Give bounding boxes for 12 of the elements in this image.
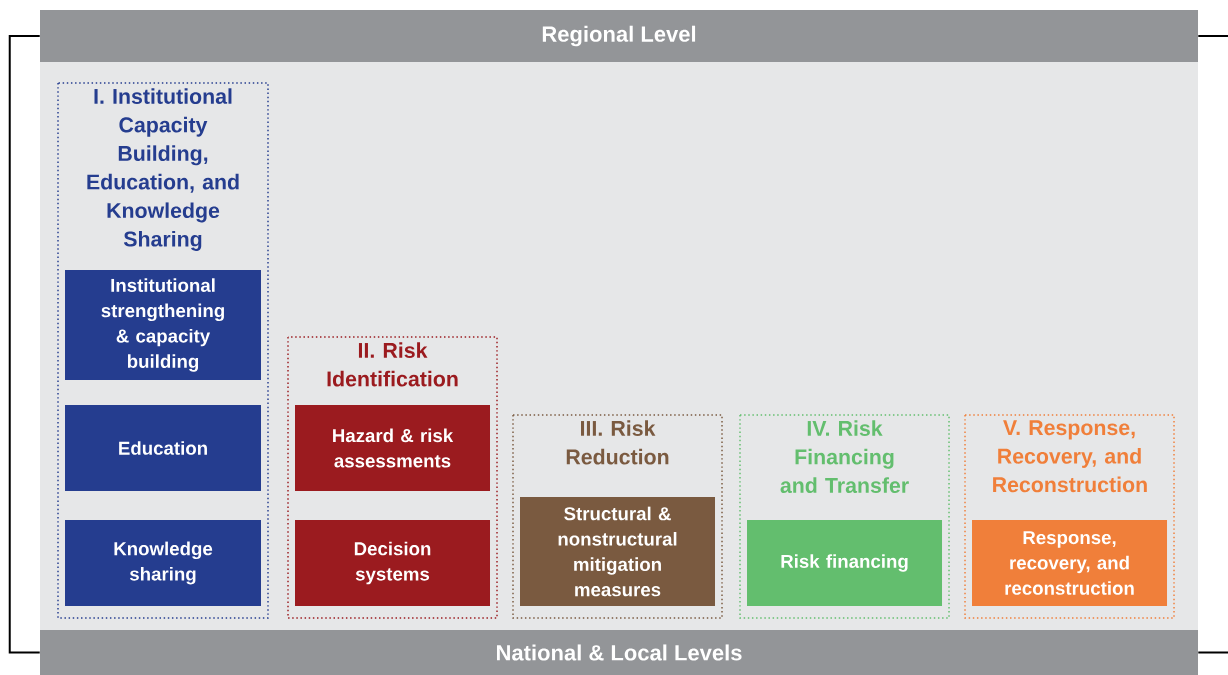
component-box: Risk financing [747,520,942,606]
bracket-line [8,35,41,654]
component-box: Structural & nonstructural mitigation measures [520,497,715,606]
bracket-line [1197,35,1228,654]
level-bar: National & Local Levels [40,630,1198,675]
component-box: Hazard & risk assessments [295,405,490,491]
component-box: Institutional strengthening & capacity building [65,270,261,380]
component-box: Knowledge sharing [65,520,261,606]
component-box: Decision systems [295,520,490,606]
component-box: Response, recovery, and reconstruction [972,520,1167,606]
level-bar: Regional Level [40,10,1198,62]
component-box: Education [65,405,261,491]
